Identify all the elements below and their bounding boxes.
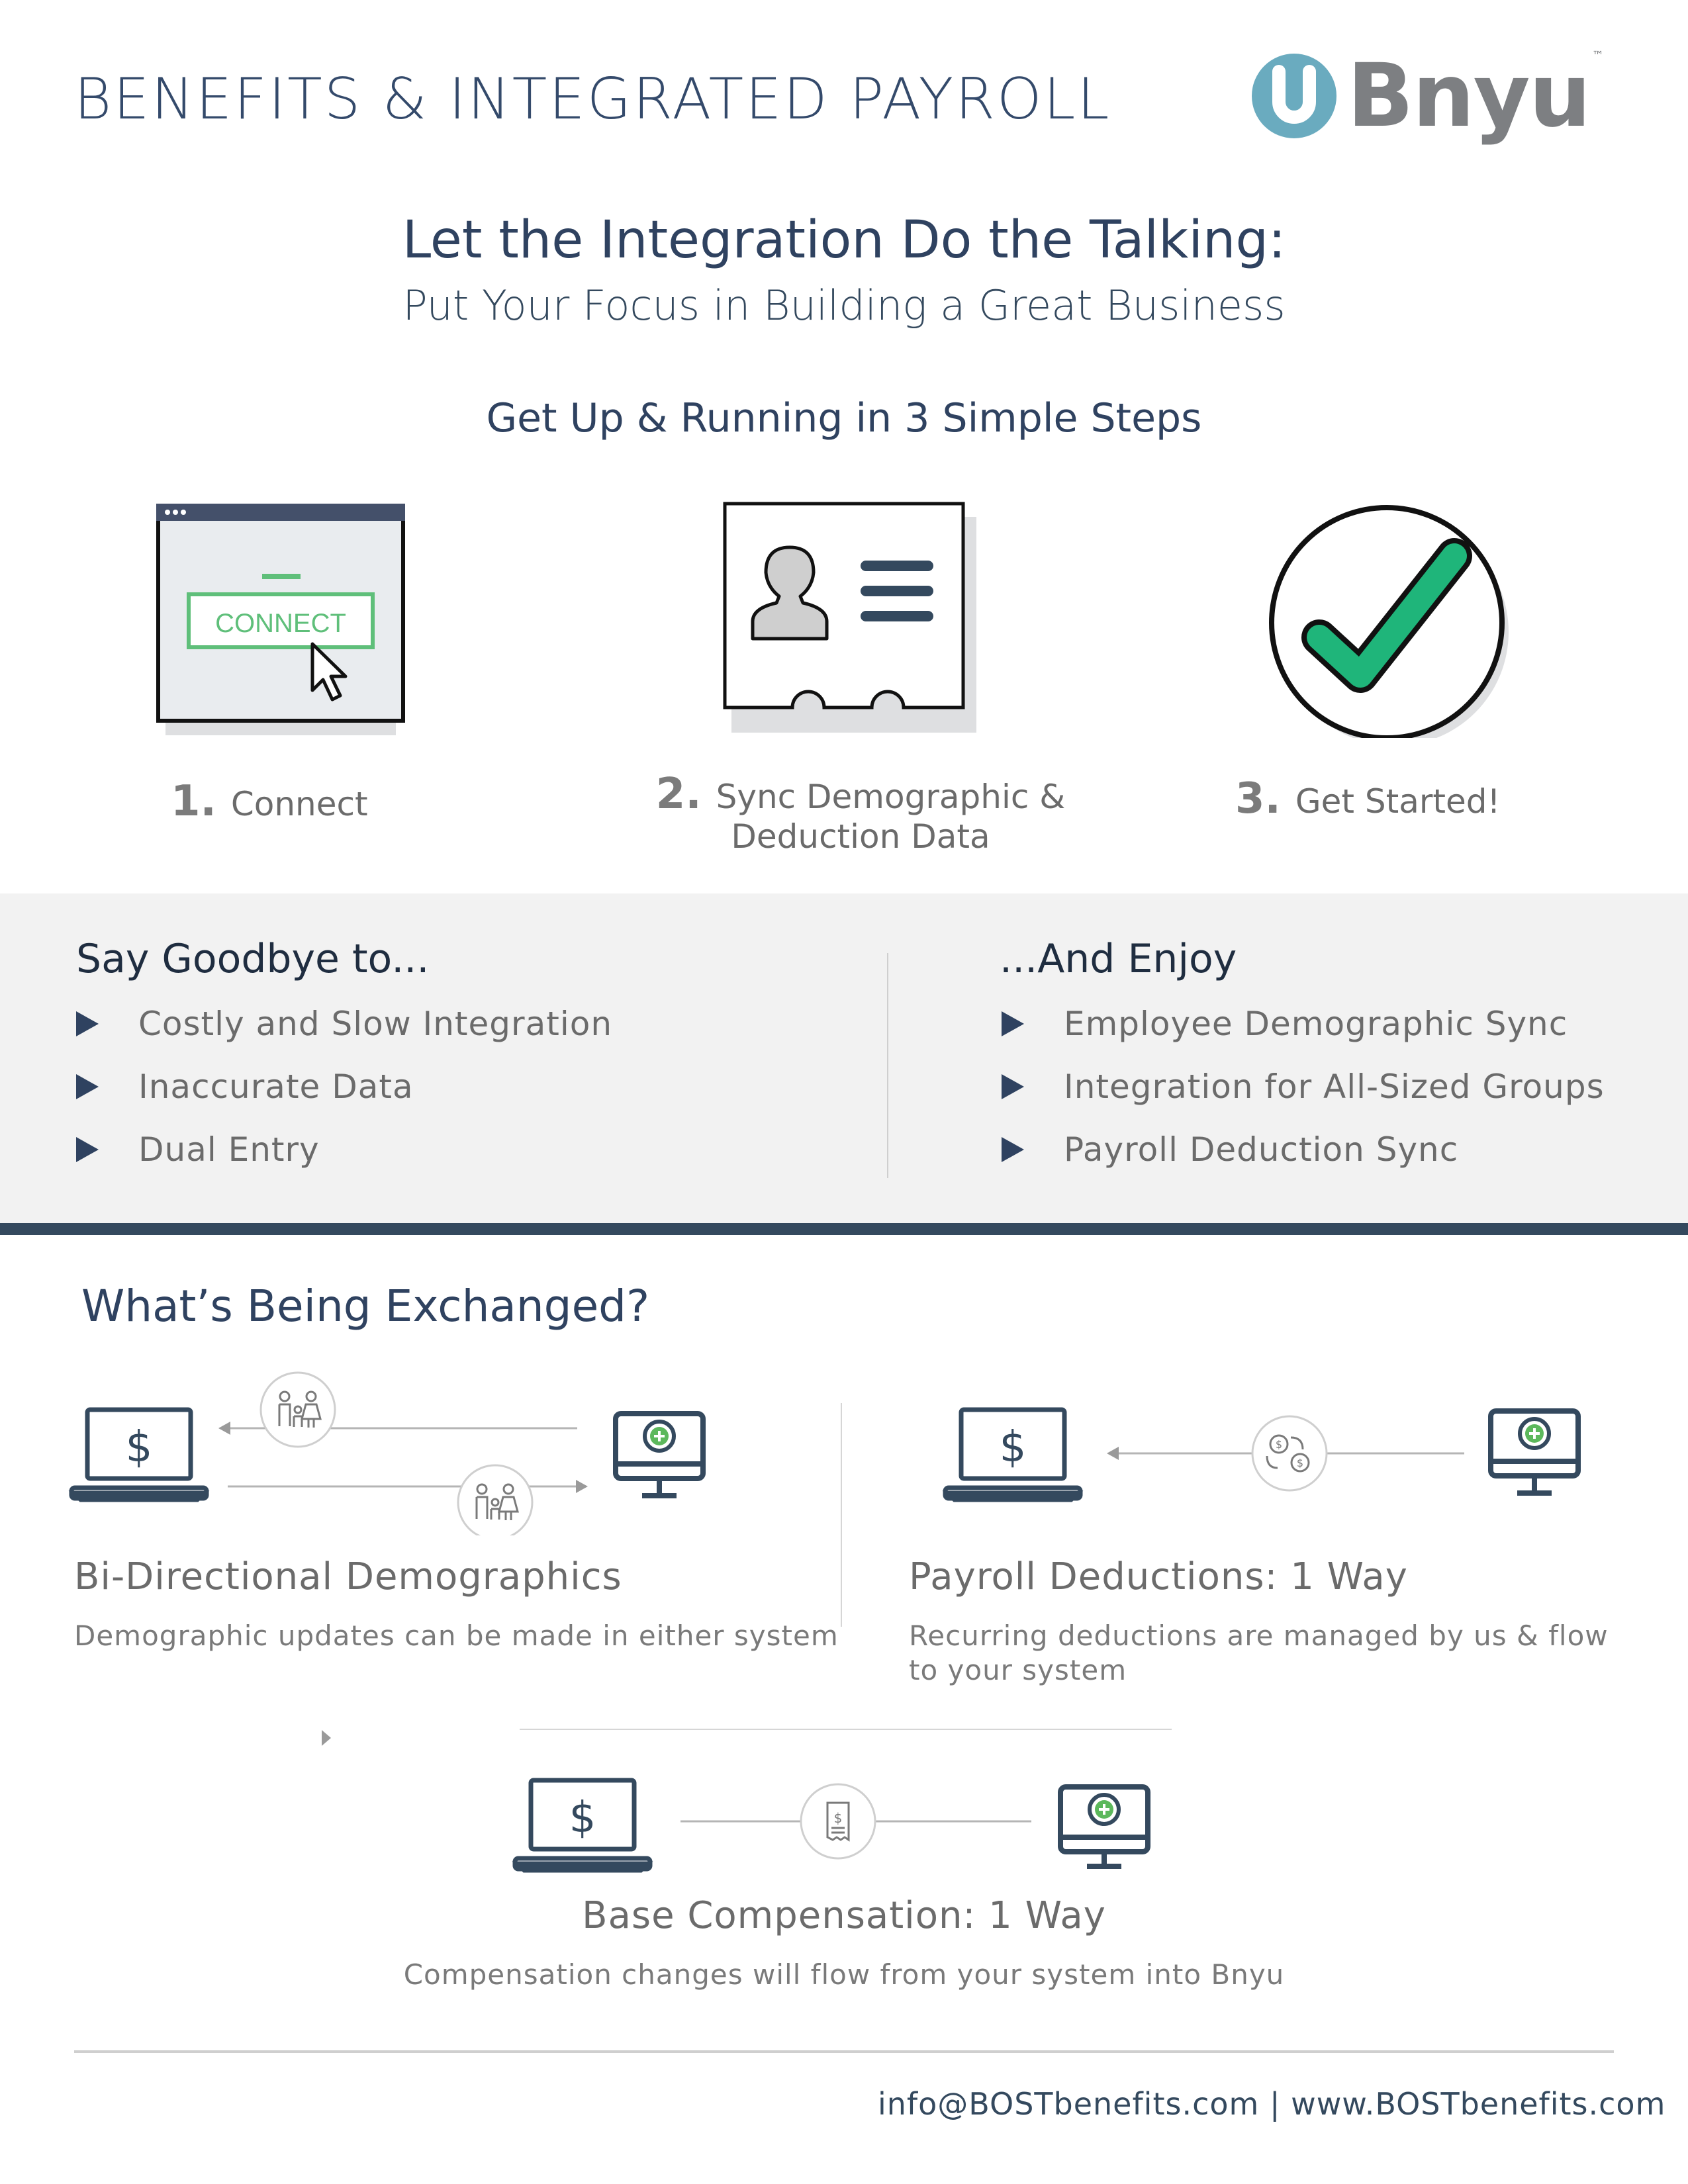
step-3-text: Get Started! bbox=[1295, 782, 1501, 821]
bnyu-logo: Bnyu ™ bbox=[1244, 45, 1604, 147]
svg-text:$: $ bbox=[1276, 1438, 1282, 1451]
goodbye-item: Inaccurate Data bbox=[76, 1064, 612, 1110]
svg-text:$: $ bbox=[569, 1794, 596, 1843]
base-compensation-description: Compensation changes will flow from your… bbox=[403, 1958, 1285, 1991]
svg-text:$: $ bbox=[834, 1810, 843, 1826]
laptop-dollar-icon bbox=[68, 1407, 210, 1502]
exchange-divider bbox=[841, 1403, 842, 1627]
goodbye-item: Dual Entry bbox=[76, 1126, 612, 1173]
goodbye-list: Costly and Slow Integration Inaccurate D… bbox=[76, 1001, 612, 1189]
payroll-description: Recurring deductions are managed by us &… bbox=[909, 1619, 1609, 1686]
monitor-plus-icon bbox=[613, 1411, 706, 1498]
exchange-title: What’s Being Exchanged? bbox=[81, 1281, 650, 1332]
step-1-text: Connect bbox=[230, 785, 368, 823]
checkmark-circle-illustration bbox=[1269, 505, 1509, 738]
steps-title: Get Up & Running in 3 Simple Steps bbox=[486, 395, 1202, 441]
bidirectional-title: Bi-Directional Demographics bbox=[74, 1555, 622, 1598]
bullet-arrow-icon bbox=[1002, 1011, 1024, 1036]
payroll-title: Payroll Deductions: 1 Way bbox=[909, 1555, 1408, 1598]
section-divider bbox=[0, 1223, 1688, 1235]
bullet-arrow-icon bbox=[1002, 1074, 1024, 1099]
monitor-plus-icon bbox=[1488, 1408, 1581, 1496]
footer-contact: info@BOSTbenefits.com | www.BOSTbenefits… bbox=[878, 2086, 1666, 2122]
step-1-label: 1. Connect bbox=[171, 777, 368, 826]
step-2-text-line2: Deduction Data bbox=[731, 817, 990, 856]
trademark-symbol: ™ bbox=[1592, 49, 1604, 63]
step-3-label: 3. Get Started! bbox=[1235, 774, 1501, 823]
enjoy-item: Integration for All-Sized Groups bbox=[1002, 1064, 1605, 1110]
laptop-dollar-icon bbox=[942, 1407, 1084, 1502]
base-compensation-title: Base Compensation: 1 Way bbox=[582, 1894, 1106, 1937]
bullet-arrow-icon bbox=[76, 1011, 99, 1036]
headline: Let the Integration Do the Talking: bbox=[402, 210, 1286, 270]
step-3-number: 3. bbox=[1235, 774, 1281, 823]
payroll-diagram: $ $ $ bbox=[942, 1407, 1581, 1502]
bullet-arrow-icon bbox=[1002, 1137, 1024, 1162]
id-card-illustration bbox=[723, 502, 976, 733]
svg-text:$: $ bbox=[1000, 1423, 1027, 1472]
base-divider bbox=[520, 1729, 1172, 1730]
logo-wordmark: Bnyu bbox=[1347, 45, 1591, 147]
footer-divider bbox=[74, 2050, 1614, 2053]
bullet-arrow-icon bbox=[76, 1137, 99, 1162]
document-title: BENEFITS & INTEGRATED PAYROLL bbox=[74, 66, 1111, 132]
money-exchange-icon bbox=[1266, 1434, 1310, 1473]
enjoy-item: Employee Demographic Sync bbox=[1002, 1001, 1605, 1047]
family-icon bbox=[475, 1483, 519, 1520]
monitor-plus-icon bbox=[1058, 1784, 1150, 1869]
small-arrow-icon bbox=[322, 1730, 331, 1746]
person-icon bbox=[751, 545, 829, 641]
enjoy-list: Employee Demographic Sync Integration fo… bbox=[1002, 1001, 1605, 1189]
laptop-dollar-icon bbox=[512, 1778, 653, 1873]
bullet-arrow-icon bbox=[76, 1074, 99, 1099]
subheadline: Put Your Focus in Building a Great Busin… bbox=[402, 281, 1286, 330]
cursor-icon bbox=[310, 642, 348, 702]
base-compensation-diagram: $ $ bbox=[512, 1778, 1150, 1873]
connect-window-illustration: CONNECT bbox=[156, 504, 405, 735]
enjoy-heading: ...And Enjoy bbox=[1000, 936, 1237, 982]
goodbye-heading: Say Goodbye to... bbox=[76, 936, 430, 982]
enjoy-item: Payroll Deduction Sync bbox=[1002, 1126, 1605, 1173]
step-1-number: 1. bbox=[171, 777, 216, 826]
step-2-text-line1: Sync Demographic & bbox=[716, 778, 1066, 816]
connect-button-label: CONNECT bbox=[215, 609, 346, 638]
logo-mark-icon bbox=[1252, 54, 1336, 138]
svg-text:$: $ bbox=[126, 1423, 153, 1472]
svg-text:$: $ bbox=[1297, 1457, 1303, 1469]
step-2-number: 2. bbox=[655, 770, 702, 819]
benefits-band bbox=[0, 893, 1688, 1223]
bidirectional-description: Demographic updates can be made in eithe… bbox=[74, 1619, 839, 1652]
goodbye-item: Costly and Slow Integration bbox=[76, 1001, 612, 1047]
band-divider bbox=[887, 953, 888, 1178]
step-2-label: 2. Sync Demographic & Deduction Data bbox=[629, 773, 1092, 856]
family-icon bbox=[278, 1390, 322, 1428]
receipt-icon bbox=[826, 1801, 850, 1842]
bidirectional-diagram: $ bbox=[68, 1371, 706, 1535]
check-icon bbox=[1307, 543, 1467, 688]
